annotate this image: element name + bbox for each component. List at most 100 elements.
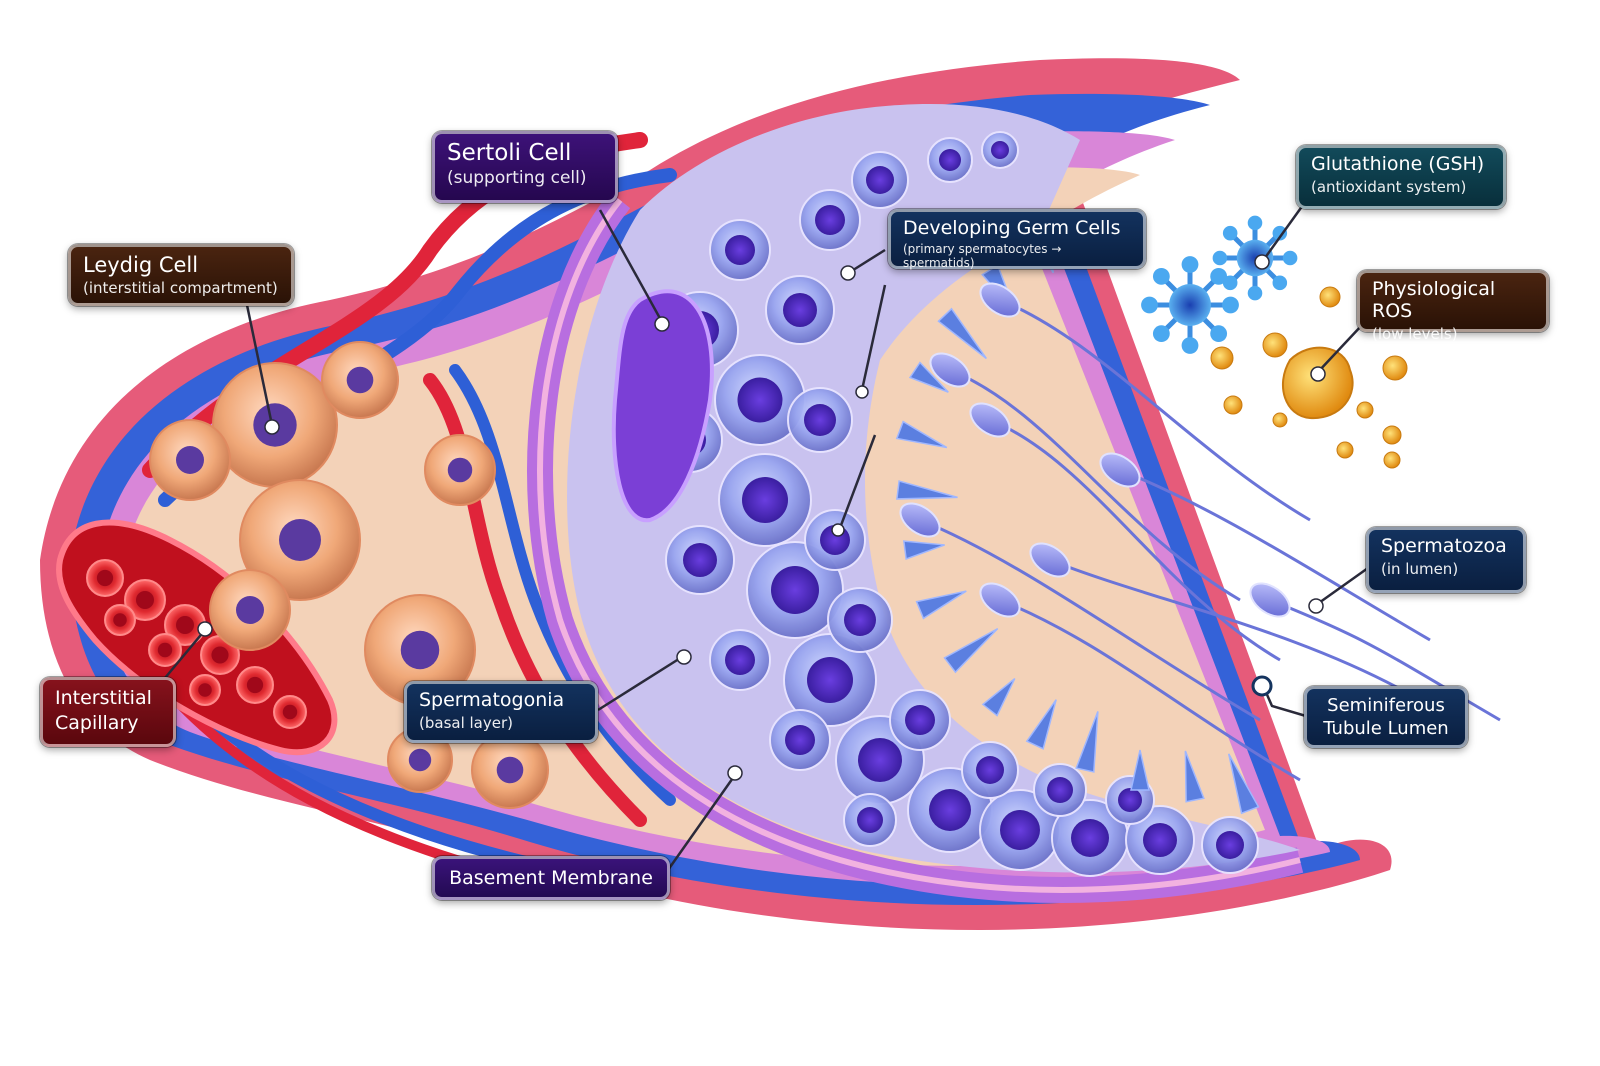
capillary-title: Interstitial Capillary <box>55 687 152 734</box>
red-blood-cells <box>86 559 307 729</box>
leader-spermatogonia <box>597 655 683 712</box>
ros-particle <box>1223 395 1243 415</box>
germ-cell-nucleus <box>1071 819 1109 857</box>
ros-particle <box>1210 346 1234 370</box>
germ-cell-nucleus <box>725 235 755 265</box>
ros-particle <box>1383 451 1401 469</box>
label-leydig-cell: Leydig Cell (interstitial compartment) <box>68 244 294 306</box>
ros-particle <box>1356 401 1374 419</box>
leydig-nucleus <box>447 457 473 483</box>
germ-cell-nucleus <box>857 807 883 833</box>
gsh-node <box>1282 250 1298 266</box>
germ-cell-nucleus <box>844 604 876 636</box>
leader-germ-2 <box>860 284 887 391</box>
germ-cell-nucleus <box>1000 810 1040 850</box>
germ-cell-nucleus <box>939 149 961 171</box>
spermatid-spike <box>1025 699 1057 750</box>
label-physiological-ros: Physiological ROS (low levels) <box>1357 270 1549 342</box>
red-blood-cell-center <box>198 683 212 697</box>
leydig-nucleus <box>346 366 374 394</box>
red-blood-cell-center <box>96 569 114 587</box>
ros-particle <box>1336 441 1354 459</box>
sperm-head <box>979 282 1021 318</box>
sertoli-cell <box>611 289 714 523</box>
spermatogonia-subtitle: (basal layer) <box>419 713 513 732</box>
sertoli-title: Sertoli Cell <box>447 140 572 166</box>
leader-germ-3 <box>838 434 877 529</box>
pin-spermatozoa <box>1308 598 1324 614</box>
germ-cell-nucleus <box>1118 788 1142 812</box>
leydig-subtitle: (interstitial compartment) <box>83 279 278 298</box>
gsh-node <box>1181 337 1199 354</box>
label-spermatogonia: Spermatogonia (basal layer) <box>404 681 598 743</box>
leader-basement <box>666 774 737 871</box>
sperm-head <box>1249 582 1291 618</box>
leydig-title: Leydig Cell <box>83 253 199 277</box>
label-basement-membrane: Basement Membrane <box>432 856 670 900</box>
ros-particle <box>1319 286 1341 308</box>
pin-capillary <box>197 621 213 637</box>
spermatid-spike <box>1075 711 1099 773</box>
leader-sertoli <box>598 209 664 323</box>
spermatid-spike <box>896 480 958 500</box>
sperm-head <box>929 352 971 388</box>
gsh-node <box>1222 275 1238 291</box>
sperm-tail <box>1119 468 1431 642</box>
germ-cell-nucleus <box>1143 823 1177 857</box>
red-blood-cell-center <box>246 676 264 694</box>
leydig-cells <box>149 341 549 809</box>
leader-lines <box>159 204 1369 871</box>
spermatozoa-group <box>899 282 1501 782</box>
leydig-nucleus <box>408 748 432 772</box>
spermatid-spike <box>943 627 999 674</box>
germ-cell-nucleus <box>991 141 1009 159</box>
red-blood-cell-center <box>282 704 298 720</box>
pin-spermatogonia <box>676 649 692 665</box>
germ-cell-nucleus <box>1216 831 1244 859</box>
red-blood-cell-center <box>157 642 173 658</box>
gsh-core <box>1169 284 1211 326</box>
ros-title: Physiological ROS <box>1372 278 1496 322</box>
germ-cell-nucleus <box>858 738 902 782</box>
spermatid-spike <box>981 678 1016 717</box>
gsh-node <box>1210 267 1228 285</box>
pin-lumen <box>1251 675 1273 697</box>
spermatid-spike <box>902 540 945 560</box>
germ-cell-nucleus <box>807 657 853 703</box>
germ-cell-nucleus <box>976 756 1004 784</box>
label-sertoli-cell: Sertoli Cell (supporting cell) <box>432 131 618 203</box>
spermatid-spike <box>915 590 967 620</box>
sperm-tail <box>989 418 1281 662</box>
pin-leydig <box>264 419 280 435</box>
germ-cell-nucleus <box>725 645 755 675</box>
ros-particles <box>1210 286 1408 469</box>
leader-capillary <box>159 629 206 685</box>
ros-subtitle: (low levels) <box>1372 324 1458 343</box>
gsh-node <box>1141 296 1158 314</box>
spermatozoa-title: Spermatozoa <box>1381 535 1507 557</box>
pin-gsh <box>1254 254 1270 270</box>
ros-particle <box>1382 355 1408 381</box>
pin-germ-3 <box>831 523 845 537</box>
leader-spermatozoa <box>1315 566 1369 607</box>
spermatid-spike <box>937 307 987 360</box>
gsh-node <box>1272 225 1288 241</box>
germ-title: Developing Germ Cells <box>903 217 1121 239</box>
red-blood-cell-center <box>211 646 229 664</box>
gsh-node <box>1212 250 1228 266</box>
germ-cell-nucleus <box>929 789 971 831</box>
spermatid-spike <box>908 361 949 393</box>
gsh-subtitle: (antioxidant system) <box>1311 177 1467 196</box>
ros-particle <box>1262 332 1288 358</box>
sperm-head <box>1099 452 1141 488</box>
label-tubule-lumen: Seminiferous Tubule Lumen <box>1304 686 1468 748</box>
sperm-head <box>979 582 1021 618</box>
spermatid-spike <box>1130 749 1150 791</box>
basement-title: Basement Membrane <box>449 867 653 889</box>
germ-cell-nucleus <box>1047 777 1073 803</box>
ros-particle <box>1272 412 1288 428</box>
leydig-nucleus <box>176 446 204 474</box>
germ-cell-nucleus <box>783 293 817 327</box>
pin-germ-2 <box>855 385 869 399</box>
